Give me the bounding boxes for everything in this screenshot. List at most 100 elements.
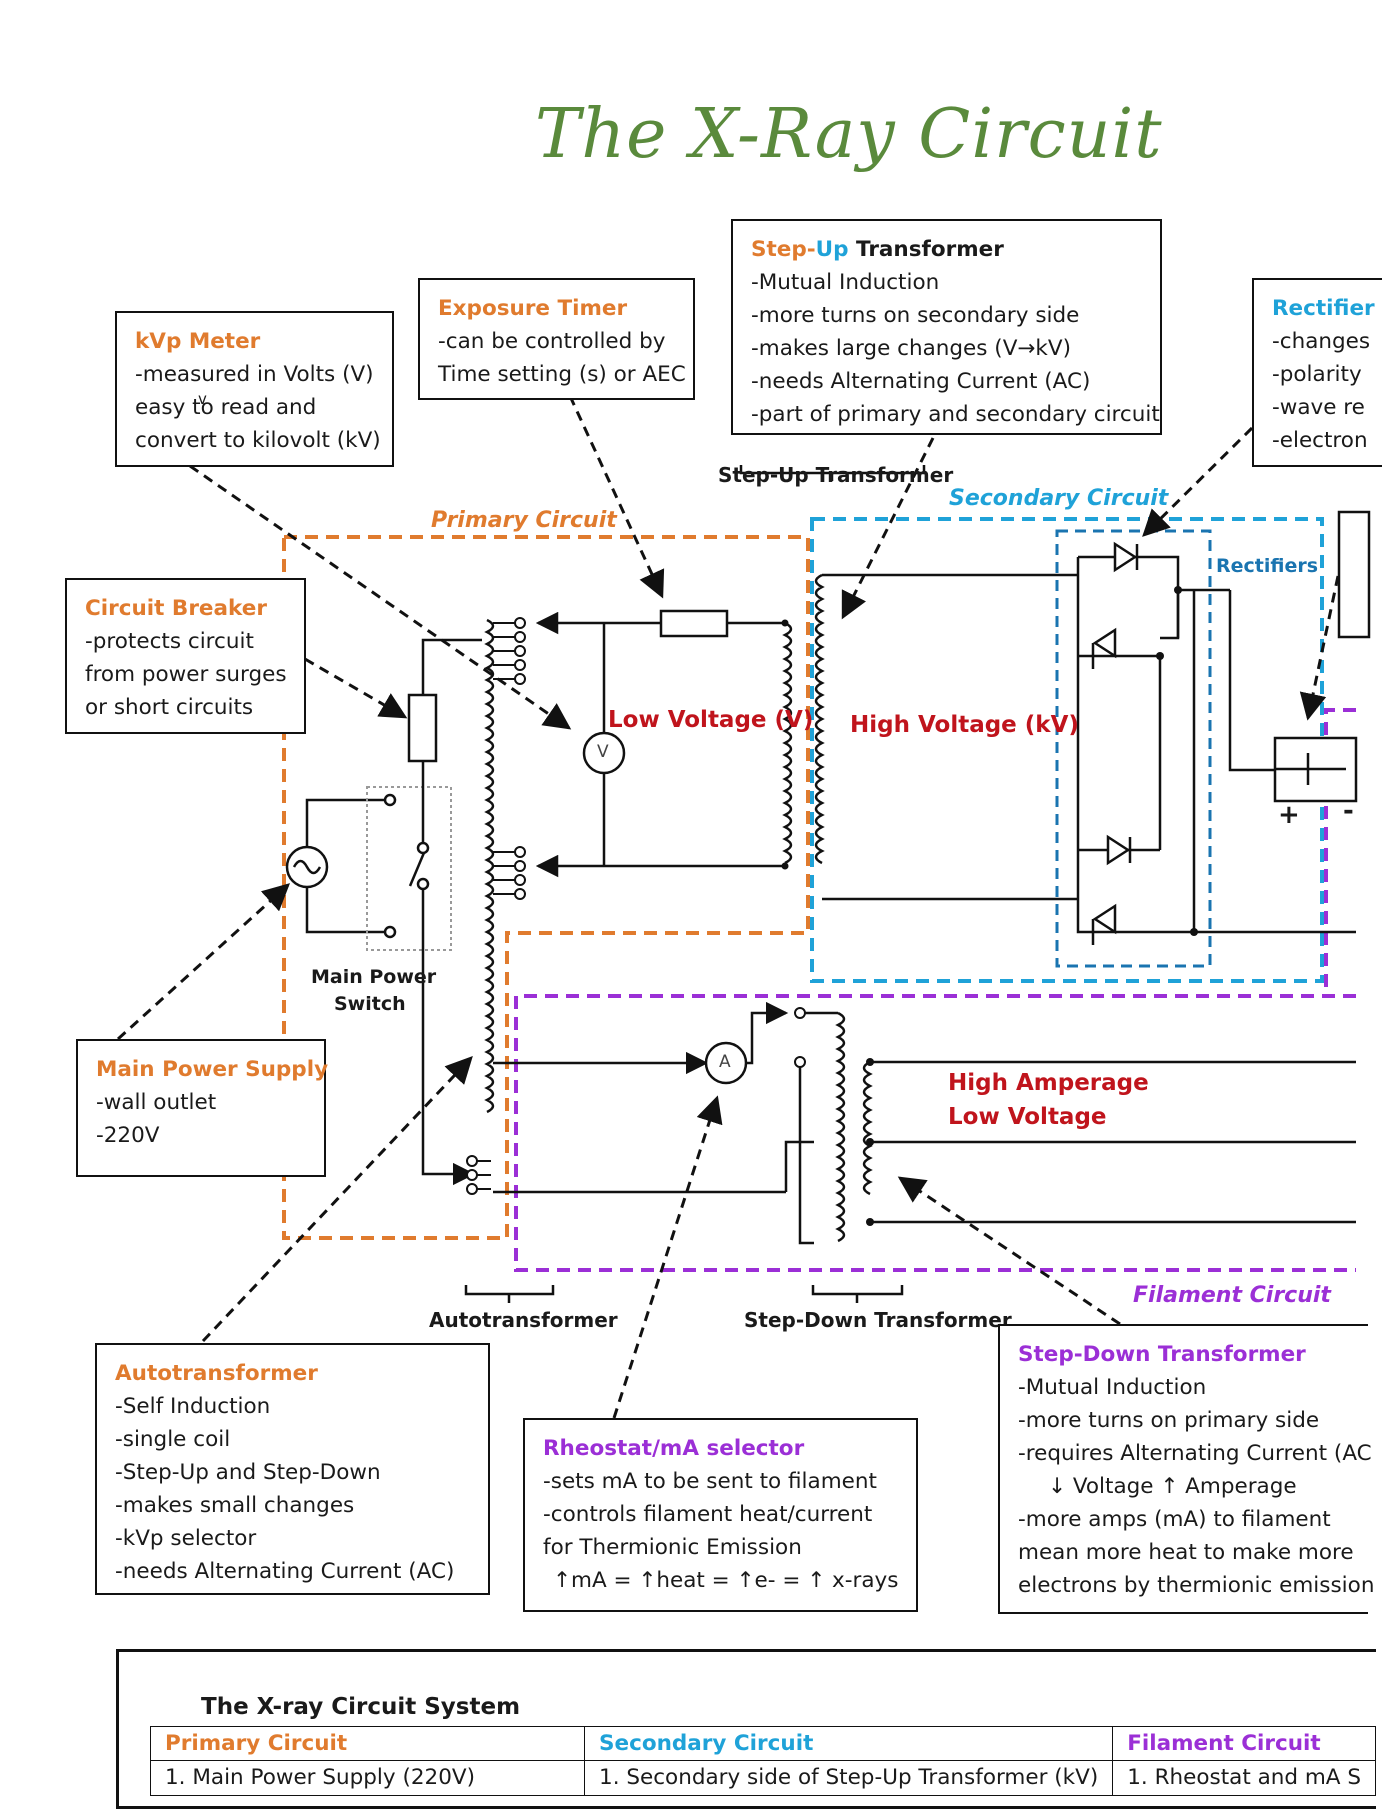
summary-title: The X-ray Circuit System [201, 1694, 521, 1720]
rheostat-line-3: for Thermionic Emission [543, 1535, 802, 1560]
supply-line-2: -220V [96, 1123, 160, 1148]
autotransformer-title: Autotransformer [115, 1361, 318, 1386]
step-down-bracket-label: Step-Down Transformer [744, 1308, 1012, 1332]
voltmeter-label: V [597, 742, 609, 762]
exposure-timer-symbol [659, 609, 729, 638]
auto-line-6: -needs Alternating Current (AC) [115, 1559, 455, 1584]
autotransformer-bracket-label: Autotransformer [429, 1308, 618, 1332]
supply-line-1: -wall outlet [96, 1090, 217, 1115]
minus-label: - [1343, 796, 1354, 826]
partial-box-right [1337, 510, 1371, 639]
bracket-lines [464, 465, 926, 1303]
rectifier-group-border [1055, 529, 1212, 968]
step-up-title-dash: - [806, 237, 816, 262]
high-amperage-label: High Amperage [948, 1070, 1149, 1096]
step-up-line-1: -Mutual Induction [751, 270, 940, 295]
summary-cell-secondary: 1. Secondary side of Step-Up Transformer… [584, 1760, 1114, 1796]
step-down-primary-coil [835, 1011, 846, 1243]
timer-line-2: Time setting (s) or AEC [438, 362, 686, 387]
ac-source-symbol [285, 845, 329, 889]
summary-header-filament: Filament Circuit [1112, 1726, 1376, 1761]
rectifier-bridge-symbol [1076, 555, 1356, 934]
summary-table: Primary Circuit Secondary Circuit Filame… [149, 1726, 1376, 1796]
step-down-line-5: -more amps (mA) to filament [1018, 1507, 1331, 1532]
step-up-line-5: -part of primary and secondary circuit [751, 402, 1160, 427]
low-voltage-label: Low Voltage (V) [608, 707, 814, 733]
step-up-line-4: -needs Alternating Current (AC) [751, 369, 1091, 394]
step-down-line-6: mean more heat to make more [1018, 1540, 1354, 1565]
summary-header-primary: Primary Circuit [149, 1726, 586, 1761]
auto-line-2: -single coil [115, 1427, 231, 1452]
step-up-primary-coil [782, 621, 793, 865]
step-down-line-3: -requires Alternating Current (AC [1018, 1441, 1372, 1466]
step-down-line-4: ↓ Voltage ↑ Amperage [1048, 1474, 1297, 1499]
exposure-timer-box: Exposure Timer -can be controlled by Tim… [418, 278, 695, 400]
auto-line-1: -Self Induction [115, 1394, 271, 1419]
page-title: The X-Ray Circuit [535, 95, 1163, 174]
step-up-transformer-box: Step-Up Transformer -Mutual Induction -m… [731, 219, 1162, 435]
exposure-timer-title: Exposure Timer [438, 296, 628, 321]
rectifier-title: Rectifier [1272, 296, 1375, 321]
rheostat-line-2: -controls filament heat/current [543, 1502, 873, 1527]
rectifiers-label: Rectifiers [1216, 555, 1319, 577]
rheostat-title: Rheostat/mA selector [543, 1436, 805, 1461]
step-down-secondary-coil [862, 1060, 873, 1196]
summary-header-secondary: Secondary Circuit [584, 1726, 1114, 1761]
step-down-line-1: -Mutual Induction [1018, 1375, 1207, 1400]
rectifier-line-4: -electron [1272, 428, 1368, 453]
kvp-meter-title: kVp Meter [135, 329, 261, 354]
filament-circuit-label: Filament Circuit [1133, 1283, 1331, 1308]
kvp-line-3: convert to kilovolt (kV) [135, 428, 381, 453]
auto-line-5: -kVp selector [115, 1526, 257, 1551]
breaker-line-2: from power surges [85, 662, 287, 687]
ammeter-label: A [719, 1052, 731, 1072]
summary-cell-primary: 1. Main Power Supply (220V) [149, 1760, 586, 1796]
main-power-switch-box [366, 786, 452, 951]
diode-symbols [1091, 541, 1139, 945]
kvp-line-2: easy to read and [135, 395, 317, 420]
step-up-title-step: Step [751, 237, 807, 262]
rheostat-box: Rheostat/mA selector -sets mA to be sent… [523, 1418, 918, 1612]
step-up-title: Step-Up Transformer [751, 233, 1142, 266]
autotransformer-box: Autotransformer -Self Induction -single … [95, 1343, 490, 1595]
rectifier-line-1: -changes [1272, 329, 1371, 354]
filament-circuit-border [514, 994, 1356, 1272]
rectifier-line-2: -polarity [1272, 362, 1362, 387]
main-power-supply-box: Main Power Supply -wall outlet -220V [76, 1039, 329, 1177]
auto-line-4: -makes small changes [115, 1493, 355, 1518]
low-voltage-filament-label: Low Voltage [948, 1104, 1107, 1130]
step-down-line-2: -more turns on primary side [1018, 1408, 1320, 1433]
step-up-bracket-label: Step-Up Transformer [718, 463, 954, 487]
step-up-secondary-coil [814, 573, 825, 865]
plus-label: + [1278, 800, 1300, 830]
step-down-line-7: electrons by thermionic emission [1018, 1573, 1375, 1598]
summary-header-row: Primary Circuit Secondary Circuit Filame… [149, 1726, 1376, 1761]
voltmeter-symbol [582, 731, 626, 775]
primary-circuit-label: Primary Circuit [431, 508, 617, 533]
step-up-title-up: Up [815, 237, 849, 262]
main-power-supply-title: Main Power Supply [96, 1057, 329, 1082]
secondary-circuit-border [810, 517, 1324, 983]
leader-arrows [116, 395, 1340, 1419]
breaker-line-3: or short circuits [85, 695, 254, 720]
circuit-diagram [116, 395, 1371, 1419]
high-voltage-label: High Voltage (kV) [850, 712, 1079, 738]
rectifier-line-3: -wave re [1272, 395, 1365, 420]
primary-circuit-border [282, 535, 810, 1240]
kvp-meter-box: kVp Meter -measured in Volts (V) easy to… [115, 311, 394, 467]
step-down-title: Step-Down Transformer [1018, 1342, 1306, 1367]
auto-line-3: -Step-Up and Step-Down [115, 1460, 381, 1485]
rheostat-line-1: -sets mA to be sent to filament [543, 1469, 877, 1494]
step-up-title-transformer: Transformer [848, 237, 1004, 262]
breaker-line-1: -protects circuit [85, 629, 254, 654]
main-power-switch-label-2: Switch [334, 993, 406, 1015]
rheostat-line-4: ↑mA = ↑heat = ↑e- = ↑ x-rays [553, 1568, 899, 1593]
summary-cell-filament: 1. Rheostat and mA S [1112, 1760, 1376, 1796]
kvp-stray-mark: v [198, 390, 207, 408]
step-down-transformer-box: Step-Down Transformer -Mutual Induction … [998, 1324, 1375, 1614]
circuit-breaker-box: Circuit Breaker -protects circuit from p… [65, 578, 306, 734]
rectifier-box: Rectifier -changes -polarity -wave re -e… [1252, 278, 1382, 467]
step-up-line-2: -more turns on secondary side [751, 303, 1080, 328]
kvp-line-1: -measured in Volts (V) [135, 362, 374, 387]
circuit-system-summary: The X-ray Circuit System Primary Circuit… [116, 1649, 1376, 1809]
